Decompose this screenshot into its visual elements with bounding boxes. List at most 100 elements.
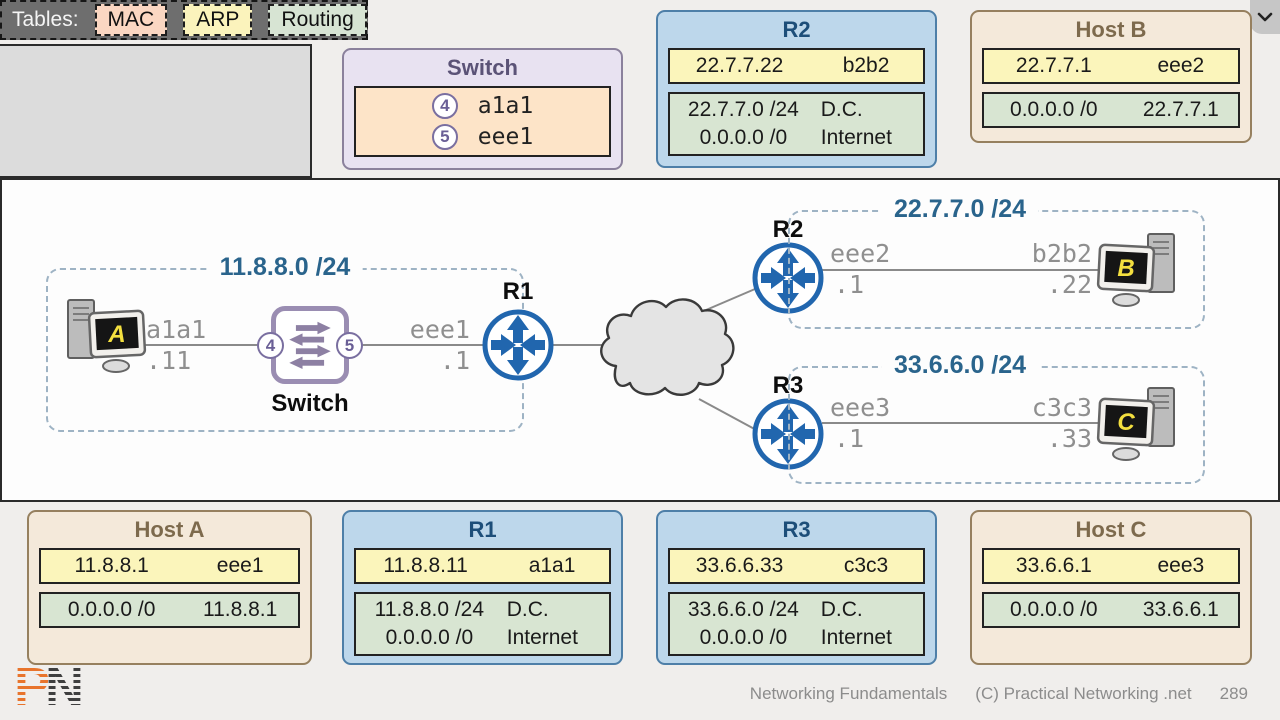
r2-ip-label: .1 xyxy=(834,270,865,299)
arp-ip: 33.6.6.1 xyxy=(1015,554,1092,577)
host-letter: A xyxy=(107,321,125,348)
route-row: 0.0.0.0 /0 11.8.8.1 xyxy=(39,592,300,628)
arp-ip: 11.8.8.1 xyxy=(74,554,149,577)
card-title: Host B xyxy=(1075,17,1147,42)
arp-ip: 22.7.7.1 xyxy=(1015,54,1092,77)
footer-course: Networking Fundamentals xyxy=(749,684,948,703)
route-via: D.C. xyxy=(820,98,863,121)
switch-mac-table-card: Switch 4 a1a1 5 eee1 xyxy=(342,48,623,170)
r1-ip-label: .1 xyxy=(439,346,470,375)
route-via: 11.8.8.1 xyxy=(202,598,278,621)
table-row: 5 eee1 xyxy=(356,124,609,150)
route-dest: 11.8.8.0 /24 xyxy=(374,598,485,621)
route-dest: 0.0.0.0 /0 xyxy=(1010,598,1098,621)
route-via: D.C. xyxy=(506,598,549,621)
host-letter: B xyxy=(1117,255,1134,282)
switch-label: Switch xyxy=(271,390,349,417)
r2-iface-label: eee2 xyxy=(830,239,891,268)
r3-tables-card: R3 33.6.6.33 c3c3 33.6.6.0 /24 D.C. 0.0.… xyxy=(656,510,937,665)
route-dest: 0.0.0.0 /0 xyxy=(699,126,788,149)
routing-table-button[interactable]: Routing xyxy=(268,4,367,36)
port-badge: 5 xyxy=(431,124,458,150)
arp-mac: c3c3 xyxy=(843,554,889,577)
computer-icon: C xyxy=(1096,387,1175,461)
routing-table: 22.7.7.0 /24 D.C. 0.0.0.0 /0 Internet xyxy=(668,92,925,156)
arp-row: 22.7.7.22 b2b2 xyxy=(668,48,925,84)
mac-table-button[interactable]: MAC xyxy=(94,4,168,36)
empty-overlay-panel xyxy=(0,44,312,178)
tables-toolbar: Tables: MAC ARP Routing xyxy=(0,0,368,40)
arp-row: 33.6.6.1 eee3 xyxy=(982,548,1240,584)
host-c-tables-card: Host C 33.6.6.1 eee3 0.0.0.0 /0 33.6.6.1 xyxy=(970,510,1252,665)
arp-mac: a1a1 xyxy=(528,554,576,577)
arp-row: 33.6.6.33 c3c3 xyxy=(668,548,925,584)
r1-tables-card: R1 11.8.8.11 a1a1 11.8.8.0 /24 D.C. 0.0.… xyxy=(342,510,623,665)
network-box-22-7-7-0: 22.7.7.0 /24 xyxy=(788,195,1205,329)
cloud-icon xyxy=(600,298,735,396)
route-dest: 0.0.0.0 /0 xyxy=(699,626,788,649)
route-row: 0.0.0.0 /0 33.6.6.1 xyxy=(982,592,1240,628)
arp-mac: eee2 xyxy=(1157,54,1205,77)
route-row: 0.0.0.0 /0 22.7.7.1 xyxy=(982,92,1240,128)
collapse-panel-button[interactable] xyxy=(1250,0,1280,34)
arp-mac: b2b2 xyxy=(842,54,890,77)
card-title: R2 xyxy=(782,17,811,42)
route-via: Internet xyxy=(506,626,578,649)
host-b-tables-card: Host B 22.7.7.1 eee2 0.0.0.0 /0 22.7.7.1 xyxy=(970,10,1252,143)
host-a-ip-label: .11 xyxy=(146,346,192,375)
network-label: 33.6.6.0 /24 xyxy=(882,351,1039,380)
arp-table-button[interactable]: ARP xyxy=(183,4,253,36)
arp-row: 22.7.7.1 eee2 xyxy=(982,48,1240,84)
router-icon xyxy=(482,309,554,381)
network-box-11-8-8-0: 11.8.8.0 /24 xyxy=(46,253,524,432)
route-dest: 33.6.6.0 /24 xyxy=(687,598,799,621)
host-letter: C xyxy=(1117,409,1135,436)
table-row: 4 a1a1 xyxy=(356,93,609,119)
logo-stripes xyxy=(14,662,88,714)
r2-tables-card: R2 22.7.7.22 b2b2 22.7.7.0 /24 D.C. 0.0.… xyxy=(656,10,937,168)
card-title: Switch xyxy=(447,55,518,80)
network-label: 22.7.7.0 /24 xyxy=(882,195,1039,224)
r3-ip-label: .1 xyxy=(834,424,865,453)
routing-table: 11.8.8.0 /24 D.C. 0.0.0.0 /0 Internet xyxy=(354,592,611,656)
route-via: D.C. xyxy=(820,598,863,621)
arp-mac: eee3 xyxy=(1157,554,1205,577)
connection-lines xyxy=(130,269,1104,433)
card-title: Host C xyxy=(1075,517,1147,542)
route-via: 33.6.6.1 xyxy=(1142,598,1219,621)
arp-ip: 22.7.7.22 xyxy=(695,54,784,77)
route-dest: 0.0.0.0 /0 xyxy=(1010,98,1098,121)
host-a-mac-label: a1a1 xyxy=(146,315,207,344)
network-diagram: 11.8.8.0 /24 A a1a1 .11 4 5 Switch xyxy=(0,178,1280,502)
switch-port-5: 5 xyxy=(336,332,363,359)
network-box-33-6-6-0: 33.6.6.0 /24 xyxy=(788,351,1205,484)
card-title: R3 xyxy=(782,517,811,542)
route-via: Internet xyxy=(820,626,892,649)
route-via: 22.7.7.1 xyxy=(1142,98,1219,121)
footer-page-number: 289 xyxy=(1219,684,1248,703)
switch-node: 4 5 xyxy=(257,304,363,386)
mac-address: a1a1 xyxy=(477,93,534,119)
r1-iface-label: eee1 xyxy=(409,315,470,344)
arp-row: 11.8.8.1 eee1 xyxy=(39,548,300,584)
route-via: Internet xyxy=(820,126,892,149)
arp-ip: 33.6.6.33 xyxy=(695,554,784,577)
host-b-mac-label: b2b2 xyxy=(1031,239,1092,268)
mac-table: 4 a1a1 5 eee1 xyxy=(354,86,611,157)
host-b-ip-label: .22 xyxy=(1046,270,1092,299)
network-label: 11.8.8.0 /24 xyxy=(207,253,363,282)
r1-label: R1 xyxy=(502,278,534,305)
pn-logo: PN xyxy=(14,662,88,714)
arp-ip: 11.8.8.11 xyxy=(383,554,468,577)
arp-row: 11.8.8.11 a1a1 xyxy=(354,548,611,584)
host-c-ip-label: .33 xyxy=(1046,424,1092,453)
computer-icon: A xyxy=(67,299,147,373)
computer-icon: B xyxy=(1096,233,1175,307)
routing-table: 33.6.6.0 /24 D.C. 0.0.0.0 /0 Internet xyxy=(668,592,925,656)
mac-address: eee1 xyxy=(477,124,534,150)
route-dest: 0.0.0.0 /0 xyxy=(67,598,156,621)
arp-mac: eee1 xyxy=(216,554,264,577)
footer-copyright: (C) Practical Networking .net xyxy=(975,684,1192,703)
footer: Networking Fundamentals (C) Practical Ne… xyxy=(750,684,1248,704)
host-a-tables-card: Host A 11.8.8.1 eee1 0.0.0.0 /0 11.8.8.1 xyxy=(27,510,312,665)
